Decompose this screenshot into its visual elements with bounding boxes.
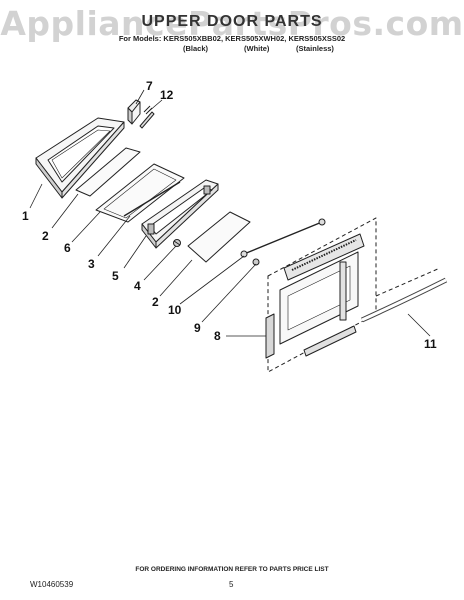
models-line: For Models: KERS505XBB02, KERS505XWH02, … bbox=[118, 34, 346, 43]
part-inner-glass bbox=[95, 163, 185, 223]
callout-5: 5 bbox=[112, 269, 119, 283]
callout-7: 7 bbox=[146, 79, 153, 93]
callout-8: 8 bbox=[214, 329, 221, 343]
callout-4: 4 bbox=[134, 279, 141, 293]
part-thin-strip bbox=[123, 181, 181, 217]
part-rod bbox=[240, 218, 326, 258]
part-bottom-trim bbox=[265, 313, 275, 359]
color-stainless-label: (Stainless) bbox=[296, 44, 334, 53]
callout-2-lower: 2 bbox=[152, 295, 159, 309]
watermark-text: AppliancePartsPros.com bbox=[0, 4, 464, 43]
part-outer-door-frame bbox=[35, 117, 125, 199]
part-glass-panel-lower bbox=[187, 211, 251, 263]
callout-10: 10 bbox=[168, 303, 182, 317]
part-vent-trim bbox=[283, 233, 365, 281]
part-hinge-bracket bbox=[127, 99, 141, 125]
page-number: 5 bbox=[229, 580, 234, 589]
part-door-handle bbox=[360, 267, 448, 323]
part-inner-door-frame bbox=[141, 179, 219, 249]
ordering-note: FOR ORDERING INFORMATION REFER TO PARTS … bbox=[135, 566, 329, 573]
part-clip bbox=[252, 258, 260, 266]
callout-3: 3 bbox=[88, 257, 95, 271]
part-lower-strip bbox=[303, 325, 357, 357]
part-screw bbox=[139, 105, 155, 129]
callout-2-upper: 2 bbox=[42, 229, 49, 243]
callout-12: 12 bbox=[160, 88, 174, 102]
part-fastener bbox=[173, 239, 181, 247]
color-black-label: (Black) bbox=[183, 44, 209, 53]
callout-9: 9 bbox=[194, 321, 201, 335]
document-number: W10460539 bbox=[30, 580, 74, 589]
part-glass-panel-upper bbox=[75, 147, 141, 197]
part-door-panel bbox=[279, 251, 359, 345]
callout-6: 6 bbox=[64, 241, 71, 255]
part-side-bracket bbox=[339, 261, 347, 321]
leader-lines bbox=[29, 89, 431, 337]
callout-11: 11 bbox=[424, 337, 437, 351]
callout-1: 1 bbox=[22, 209, 29, 223]
color-white-label: (White) bbox=[244, 44, 270, 53]
page-title: UPPER DOOR PARTS bbox=[141, 13, 323, 30]
